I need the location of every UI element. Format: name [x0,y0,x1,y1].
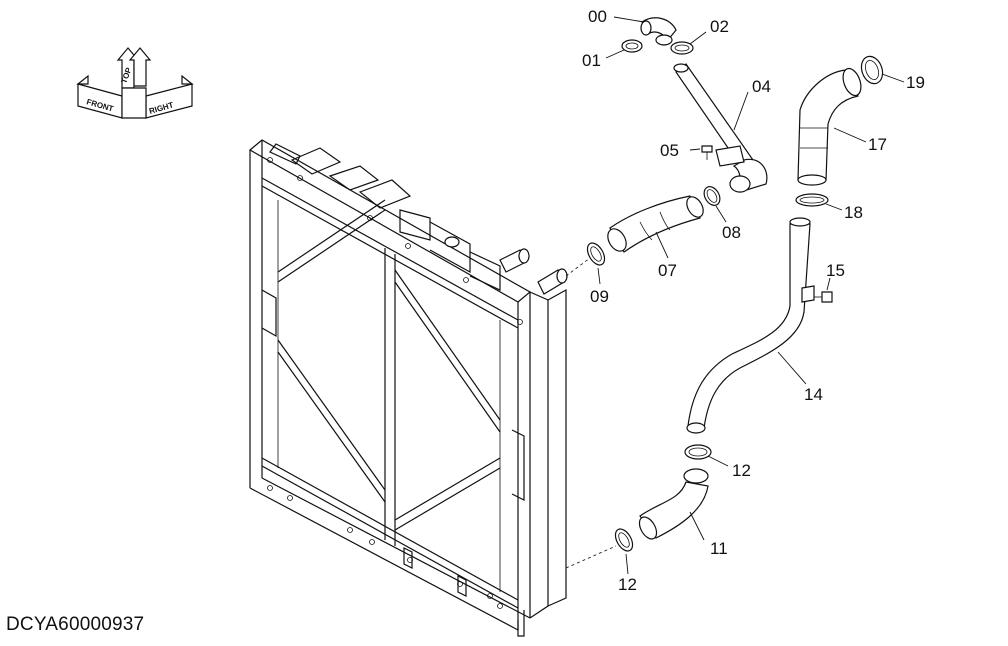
part-04-pipe [673,63,768,193]
part-01-clamp [605,39,643,59]
part-15-bolt [814,277,833,303]
part-07-hose [607,195,704,259]
label-part-17: 17 [868,135,887,154]
label-part-01: 01 [582,51,601,70]
label-part-05: 05 [660,141,679,160]
label-part-00: 00 [588,7,607,26]
label-part-19: 19 [906,73,925,92]
part-00-elbow-hose [613,16,677,46]
label-part-04: 04 [752,77,771,96]
orientation-icon: FRONT RIGHT TOP [76,47,194,119]
label-part-12-upper: 12 [732,461,751,480]
document-id: DCYA60000937 [6,614,145,635]
radiator-assembly [248,139,568,637]
part-11-lower-hose [638,468,709,541]
label-part-18: 18 [844,203,863,222]
part-02-clamp [670,31,707,55]
part-12-upper-clamp [684,444,729,467]
label-part-09: 09 [590,287,609,306]
label-part-07: 07 [658,261,677,280]
label-part-12-lower: 12 [618,575,637,594]
part-17-hose [797,67,867,186]
part-14-pipe [686,217,815,434]
label-part-02: 02 [710,17,729,36]
part-12-lower-clamp [565,528,634,575]
label-part-11: 11 [710,539,728,558]
part-09-clamp [565,242,606,285]
label-part-08: 08 [722,223,741,242]
label-part-14: 14 [804,385,823,404]
label-part-15: 15 [826,261,845,280]
part-18-clamp [795,193,843,211]
part-05-bolt [689,145,713,160]
part-08-clamp [703,186,727,223]
part-19-clamp [860,55,905,85]
